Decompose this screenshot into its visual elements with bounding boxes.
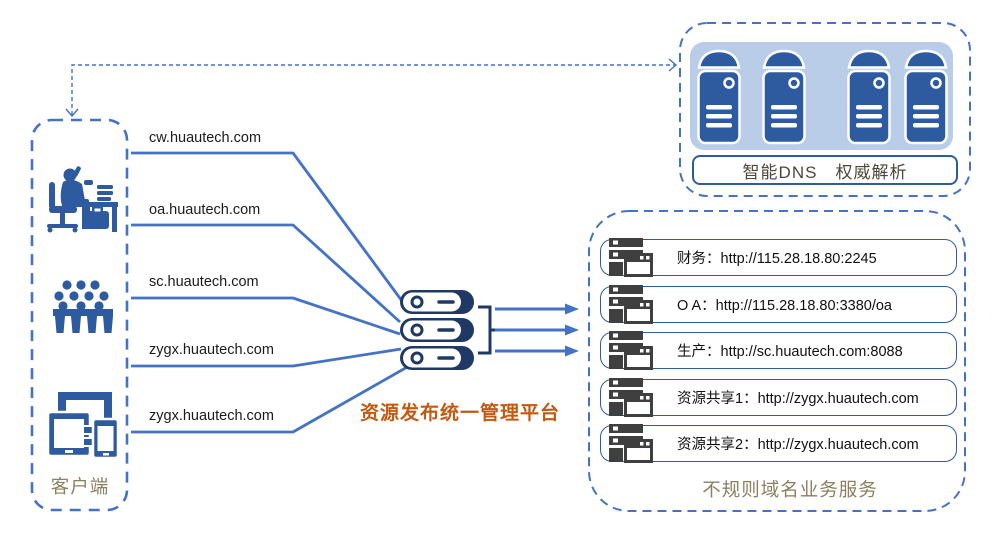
stack-server-1 bbox=[400, 290, 474, 314]
arrow-right-icon bbox=[668, 58, 678, 72]
dns-box-outline bbox=[679, 22, 971, 197]
service-row-text: 生产：http://sc.huautech.com:8088 bbox=[677, 344, 903, 360]
domain-label-oa: oa.huautech.com bbox=[149, 202, 261, 218]
stack-bracket bbox=[478, 305, 492, 355]
domain-label-zygx1: zygx.huautech.com bbox=[149, 342, 274, 358]
services-box-caption: 不规则域名业务服务 bbox=[702, 479, 878, 500]
service-row-text: O A：http://115.28.18.80:3380/oa bbox=[677, 298, 892, 314]
client-box-caption: 客户端 bbox=[50, 476, 110, 497]
platform-server-stack-icon bbox=[400, 290, 495, 370]
platform-caption: 资源发布统一管理平台 bbox=[359, 403, 560, 424]
service-row-text: 资源共享1：http://zygx.huautech.com bbox=[677, 391, 919, 407]
devices-icon bbox=[46, 392, 120, 460]
dns-server-icons bbox=[697, 49, 948, 145]
service-row-oa: O A：http://115.28.18.80:3380/oa bbox=[600, 284, 957, 324]
arrow-right-icon bbox=[565, 303, 579, 315]
web-service-icon bbox=[609, 237, 653, 277]
dns-title-box: 智能DNS 权威解析 bbox=[692, 155, 958, 185]
service-row-finance: 财务：http://115.28.18.80:2245 bbox=[600, 237, 957, 277]
web-service-icon bbox=[609, 423, 653, 463]
connector-oa bbox=[131, 223, 401, 324]
arrow-down-icon bbox=[65, 108, 79, 118]
connector-cw bbox=[131, 151, 404, 302]
dns-server-icon bbox=[697, 49, 741, 145]
dns-server-icon bbox=[762, 49, 806, 145]
crowd-icon bbox=[53, 280, 113, 333]
office-worker-icon bbox=[47, 166, 118, 233]
dns-title: 智能DNS 权威解析 bbox=[742, 162, 908, 182]
platform-service-arrows bbox=[495, 303, 579, 357]
client-dns-connector bbox=[65, 58, 678, 118]
web-service-icon bbox=[609, 284, 653, 324]
service-row-production: 生产：http://sc.huautech.com:8088 bbox=[600, 330, 957, 370]
arrow-right-icon bbox=[565, 345, 579, 357]
dns-server-icon bbox=[847, 49, 891, 145]
services-box-outline bbox=[588, 210, 966, 512]
domain-label-sc: sc.huautech.com bbox=[149, 274, 259, 290]
web-service-icon bbox=[609, 377, 653, 417]
service-row-text: 财务：http://115.28.18.80:2245 bbox=[677, 251, 877, 267]
connector-zygx1 bbox=[131, 347, 402, 368]
arrow-right-icon bbox=[565, 324, 579, 336]
connector-sc bbox=[131, 296, 401, 336]
domain-connectors bbox=[131, 151, 410, 434]
client-box-outline bbox=[30, 118, 129, 512]
service-row-share2: 资源共享2：http://zygx.huautech.com bbox=[600, 423, 957, 463]
service-row-share1: 资源共享1：http://zygx.huautech.com bbox=[600, 377, 957, 417]
stack-server-3 bbox=[400, 346, 474, 370]
connector-zygx2 bbox=[131, 364, 410, 434]
domain-label-zygx2: zygx.huautech.com bbox=[149, 408, 274, 424]
service-row-text: 资源共享2：http://zygx.huautech.com bbox=[677, 437, 919, 453]
domain-label-cw: cw.huautech.com bbox=[149, 130, 262, 146]
stack-server-2 bbox=[400, 318, 474, 342]
dns-server-icon bbox=[904, 49, 948, 145]
web-service-icon bbox=[609, 330, 653, 370]
